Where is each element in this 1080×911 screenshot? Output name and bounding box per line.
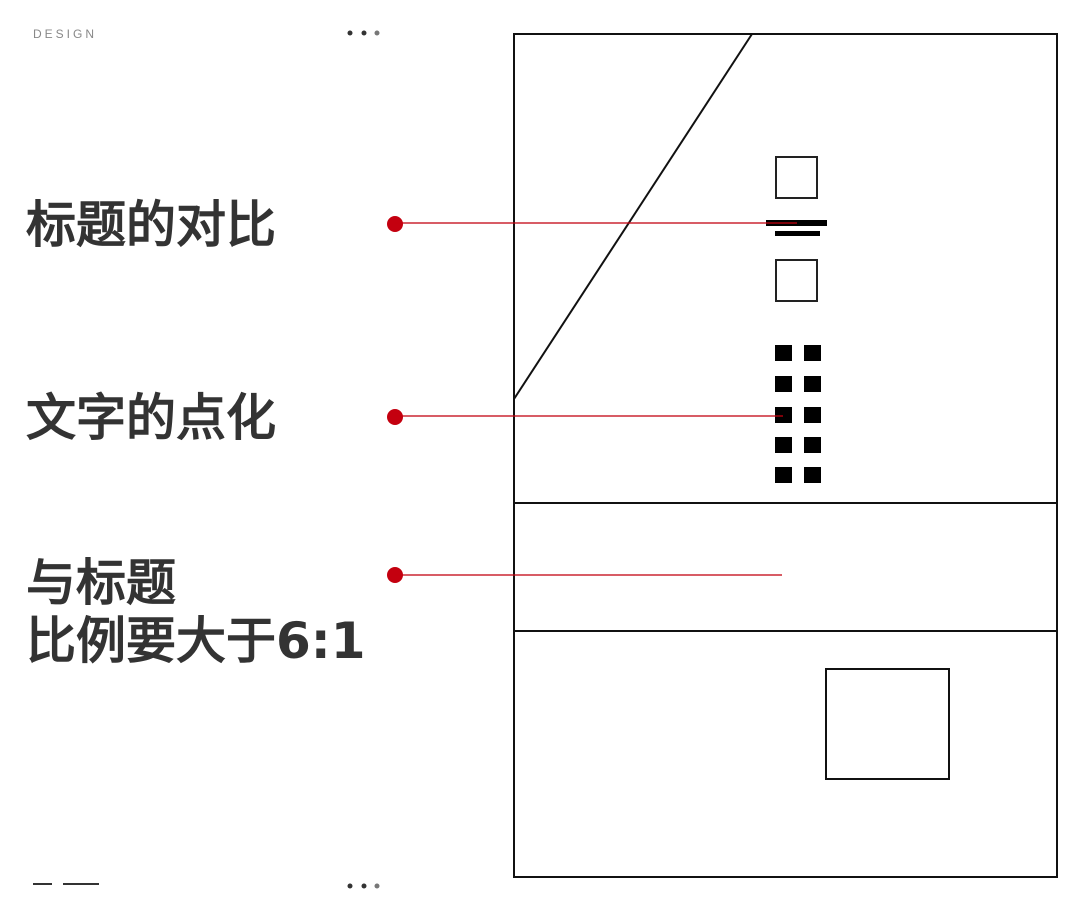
title-bar-short [775,231,820,236]
label-ratio-line2: 比例要大于6:1 [26,612,366,670]
menu-dots-top [347,30,380,36]
brand-label: DESIGN [33,27,98,41]
label-title-contrast: 标题的对比 [26,196,276,254]
text-dots [775,345,821,483]
menu-dots-bottom [347,883,380,889]
label-ratio-line1: 与标题 [26,554,176,612]
title-square-bottom [775,259,818,302]
pointer-3 [387,567,782,583]
title-square-top [775,156,818,199]
diagonal-line [513,33,753,400]
pointer-1 [387,216,797,232]
page-frame [513,33,1058,878]
image-box [825,668,950,780]
pointer-2 [387,409,783,425]
label-text-dotting: 文字的点化 [26,389,276,447]
